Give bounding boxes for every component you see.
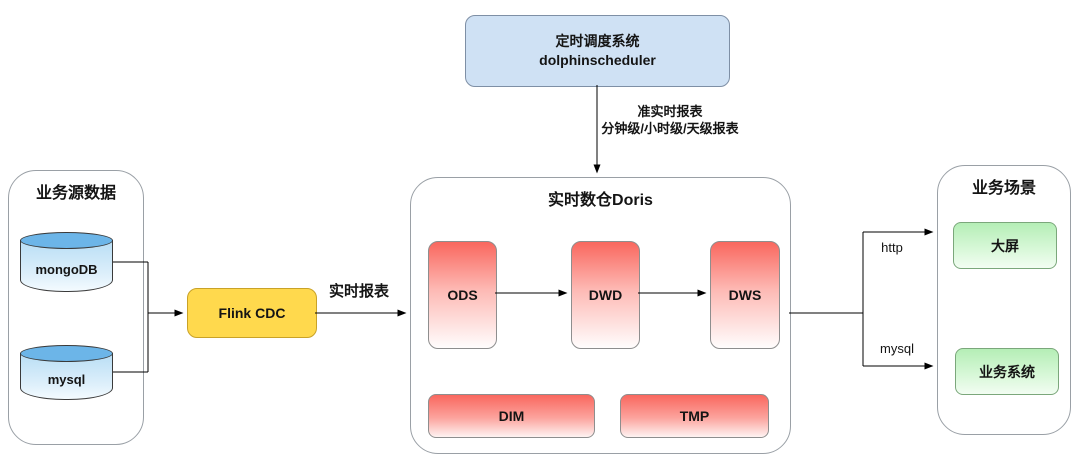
flink-cdc-label: Flink CDC xyxy=(218,305,286,321)
scheduler-edge-label: 准实时报表 分钟级/小时级/天级报表 xyxy=(600,103,740,137)
dwd-node: DWD xyxy=(571,241,640,349)
business-scenario-group-title: 业务场景 xyxy=(971,180,1036,197)
dws-node: DWS xyxy=(710,241,780,349)
source-data-group-title: 业务源数据 xyxy=(35,185,116,202)
business-system-label: 业务系统 xyxy=(979,363,1035,380)
mysql-cylinder-top xyxy=(20,345,113,362)
mongodb-label: mongoDB xyxy=(35,261,98,277)
mongodb-cylinder: mongoDB xyxy=(20,232,113,292)
ods-node: ODS xyxy=(428,241,497,349)
ods-label: ODS xyxy=(447,287,478,303)
business-system-node: 业务系统 xyxy=(955,348,1059,395)
scheduler-edge-label-line2: 分钟级/小时级/天级报表 xyxy=(601,121,739,136)
dws-label: DWS xyxy=(728,287,762,303)
scheduler-node: 定时调度系统 dolphinscheduler xyxy=(465,15,730,87)
doris-warehouse-group-title: 实时数仓Doris xyxy=(548,192,653,209)
mysql-cylinder: mysql xyxy=(20,345,113,400)
bigscreen-node: 大屏 xyxy=(953,222,1057,269)
dwd-label: DWD xyxy=(588,287,623,303)
mysql-edge-label: mysql xyxy=(880,341,914,356)
http-edge-label: http xyxy=(881,240,903,255)
dim-node: DIM xyxy=(428,394,595,438)
tmp-node: TMP xyxy=(620,394,769,438)
scheduler-node-subtitle: dolphinscheduler xyxy=(539,52,656,68)
dim-label: DIM xyxy=(498,408,525,424)
tmp-label: TMP xyxy=(679,408,710,424)
scheduler-edge-label-line1: 准实时报表 xyxy=(637,104,703,119)
bigscreen-label: 大屏 xyxy=(991,237,1019,254)
scheduler-node-title: 定时调度系统 xyxy=(555,33,640,49)
flink-cdc-node: Flink CDC xyxy=(187,288,317,338)
mysql-label: mysql xyxy=(47,372,86,387)
mongodb-cylinder-top xyxy=(20,232,113,249)
flink-edge-label: 实时报表 xyxy=(328,283,389,300)
